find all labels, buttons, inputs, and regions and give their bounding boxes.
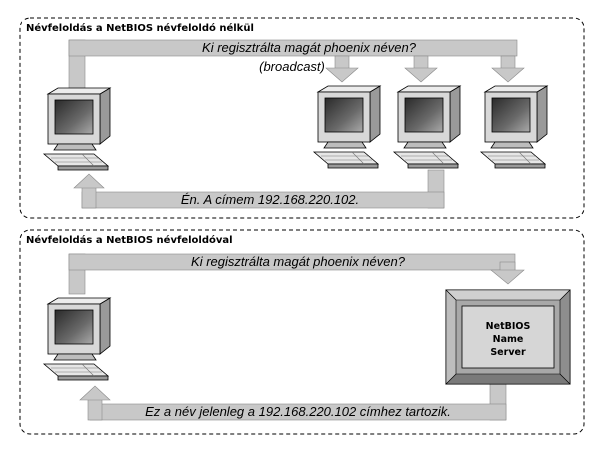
panel-2-reply-text: Ez a név jelenleg a 192.168.220.102 címh…: [145, 404, 451, 419]
panel-2-frame: [19, 229, 585, 435]
name-server-box-icon: [445, 289, 571, 385]
desktop-computer-icon: [393, 85, 461, 169]
panel-1-reply-arrow: [73, 169, 445, 209]
panel-2-reply-arrow: [79, 383, 507, 421]
desktop-computer-icon: [313, 85, 381, 169]
desktop-computer-icon: [43, 87, 111, 171]
server-query-arrow: [68, 253, 525, 295]
server-label-line-3: Server: [490, 347, 526, 358]
server-label-line-1: NetBIOS: [486, 321, 531, 332]
panel-1-query-text: Ki regisztrálta magát phoenix néven?: [202, 40, 417, 55]
desktop-computer-icon: [480, 85, 548, 169]
panel-2-query-text: Ki regisztrálta magát phoenix néven?: [191, 254, 406, 269]
broadcast-query-arrow: [68, 39, 525, 91]
panel-1-reply-text: Én. A címem 192.168.220.102.: [181, 192, 359, 207]
panel-1-title: Névfeloldás a NetBIOS névfeloldó nélkül: [26, 22, 254, 34]
panel-2-title: Névfeloldás a NetBIOS névfeloldóval: [26, 234, 233, 246]
desktop-computer-icon: [43, 297, 111, 381]
broadcast-note: (broadcast): [259, 59, 325, 74]
server-label-line-2: Name: [493, 334, 524, 345]
